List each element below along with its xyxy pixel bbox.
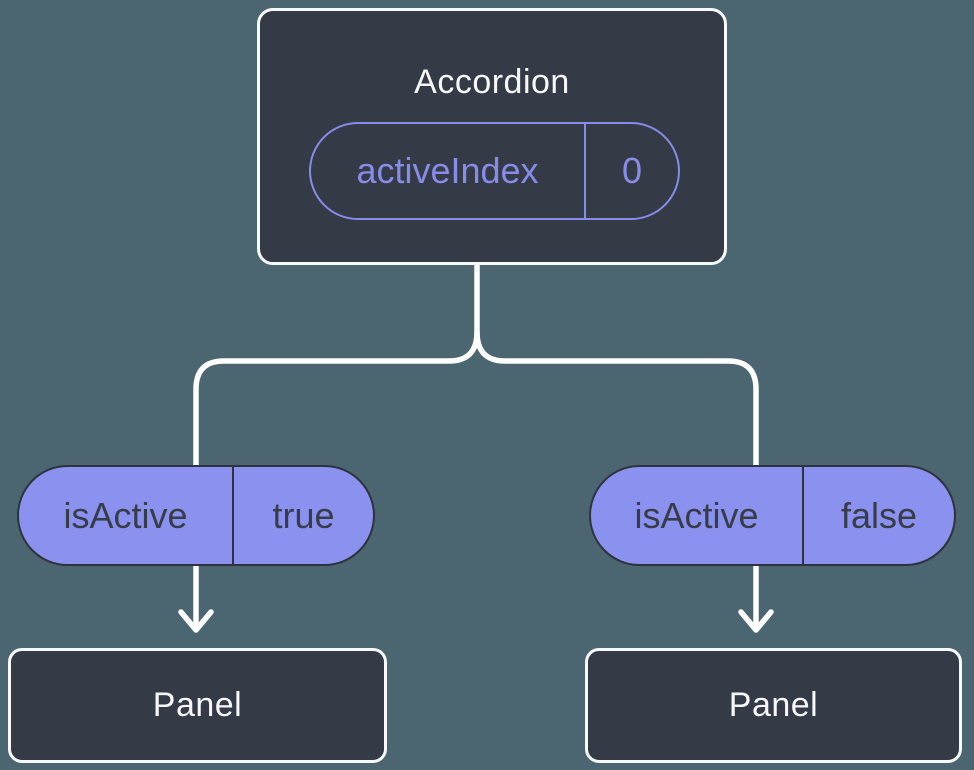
state-pill-value: 0 — [621, 150, 643, 191]
accordion-node: Accordion activeIndex 0 — [257, 8, 727, 265]
accordion-node-title: Accordion — [414, 63, 570, 101]
arrowhead-right-icon — [738, 609, 774, 633]
connector-stem-left-branch — [193, 261, 480, 627]
prop-pill-right: isActive false — [589, 465, 956, 566]
connector-right-branch — [474, 329, 759, 627]
prop-pill-right-value: false — [840, 494, 918, 536]
prop-pill-right-name: isActive — [591, 467, 804, 564]
panel-node-right: Panel — [585, 648, 962, 763]
prop-pill-left-value: true — [272, 494, 335, 536]
state-pill-name: activeIndex — [311, 124, 586, 218]
state-pill: activeIndex 0 — [309, 122, 680, 220]
arrowhead-left-icon — [178, 609, 214, 633]
prop-pill-left-name: isActive — [19, 467, 234, 564]
panel-node-left: Panel — [8, 648, 387, 763]
prop-pill-left: isActive true — [17, 465, 375, 566]
